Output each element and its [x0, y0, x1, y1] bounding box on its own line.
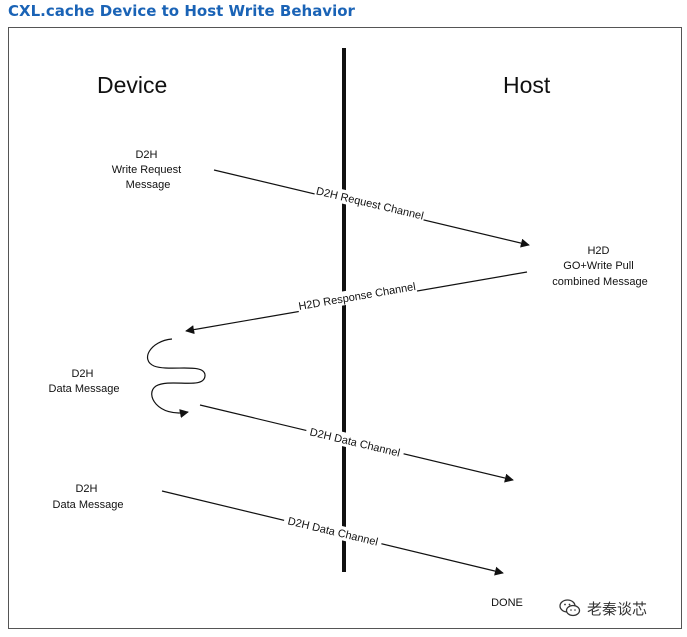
watermark-text: 老秦谈芯 — [587, 599, 648, 618]
device-processing-curve — [147, 338, 206, 418]
d2h-request-channel-label: D2H Request Channel — [315, 185, 425, 222]
done-label: DONE — [491, 597, 523, 609]
watermark: 老秦谈芯 — [559, 597, 647, 619]
diagram-frame — [8, 27, 682, 629]
d2h-data-message-1: D2H Data Message — [49, 368, 120, 395]
d2h-data-message-2: D2H Data Message — [53, 483, 124, 511]
device-lane-label: Device — [97, 72, 167, 98]
wechat-icon — [559, 599, 581, 617]
h2d-go-write-pull-message: H2D GO+Write Pull combined Message — [552, 245, 647, 288]
d2h-write-request-message: D2H Write Request Message — [112, 149, 185, 191]
host-lane-label: Host — [503, 72, 551, 98]
figure-title: CXL.cache Device to Host Write Behavior — [8, 2, 355, 20]
